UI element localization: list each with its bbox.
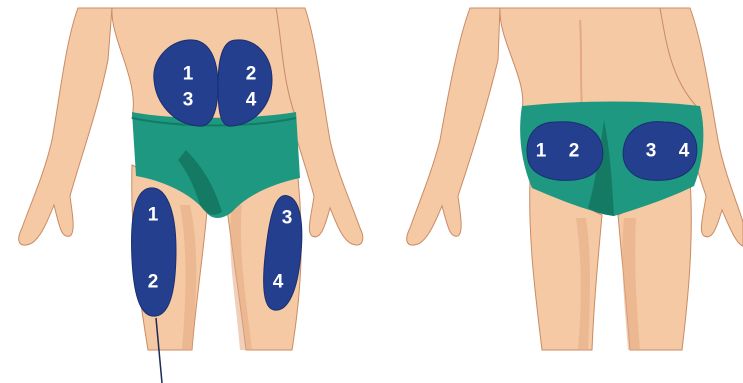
back-buttock-site-left: 1 2 (527, 122, 603, 181)
site-label: 3 (183, 90, 194, 111)
site-label: 3 (282, 208, 293, 229)
site-label: 4 (246, 90, 257, 111)
site-label: 4 (679, 141, 690, 162)
site-label: 1 (148, 205, 159, 226)
site-label: 2 (569, 141, 580, 162)
front-right-arm (19, 8, 112, 245)
back-buttock-site-right: 3 4 (623, 122, 697, 181)
site-label: 2 (148, 272, 159, 293)
site-label: 1 (183, 64, 194, 85)
front-thigh-site-left: 1 2 (132, 188, 176, 316)
back-left-arm (407, 8, 500, 245)
site-label: 4 (273, 272, 284, 293)
site-label: 3 (646, 141, 657, 162)
site-label: 1 (536, 141, 547, 162)
site-label: 2 (246, 64, 257, 85)
